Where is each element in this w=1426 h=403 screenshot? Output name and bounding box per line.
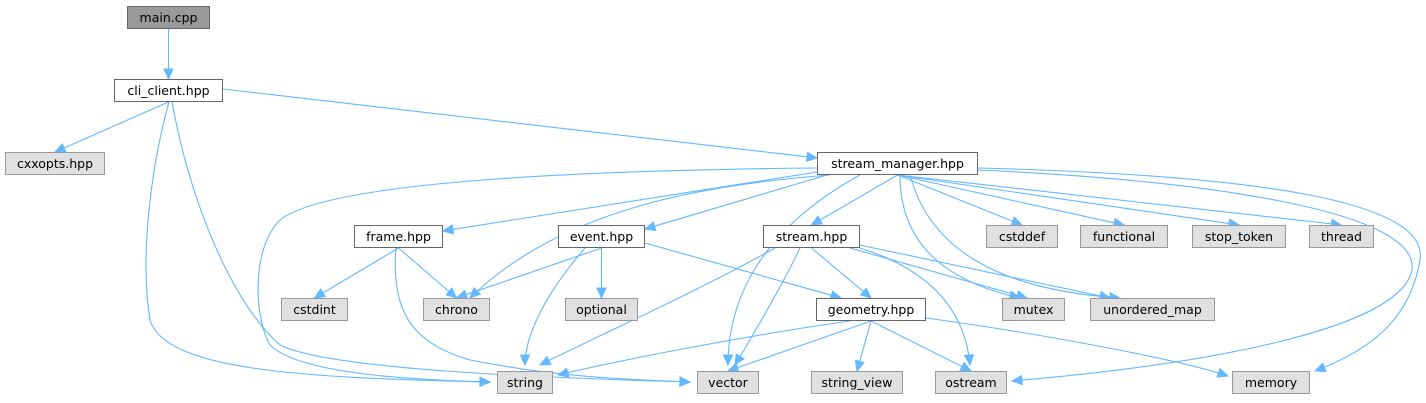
node-geometry-hpp[interactable]: geometry.hpp bbox=[816, 298, 926, 321]
node-label: cstddef bbox=[998, 229, 1046, 244]
edge-stream-manager-hpp-to-functional bbox=[897, 174, 1126, 228]
edge-event-hpp-to-chrono bbox=[455, 247, 602, 300]
edge-stream-hpp-to-vector bbox=[734, 247, 801, 367]
edge-stream-manager-hpp-to-vector bbox=[722, 174, 861, 367]
node-optional[interactable]: optional bbox=[565, 298, 638, 321]
node-label: vector bbox=[708, 375, 748, 390]
edge-stream-manager-hpp-to-memory bbox=[977, 167, 1421, 373]
node-stream-hpp[interactable]: stream.hpp bbox=[763, 225, 860, 248]
node-frame-hpp[interactable]: frame.hpp bbox=[354, 225, 443, 248]
node-thread[interactable]: thread bbox=[1309, 225, 1374, 248]
node-chrono[interactable]: chrono bbox=[423, 298, 490, 321]
node-label: string bbox=[507, 375, 543, 390]
edge-geometry-hpp-to-string bbox=[556, 320, 851, 378]
node-cstddef[interactable]: cstddef bbox=[986, 225, 1058, 248]
edge-event-hpp-to-string bbox=[519, 247, 586, 367]
edge-stream-manager-hpp-to-cstddef bbox=[897, 174, 1024, 226]
edge-stream-hpp-to-ostream bbox=[859, 247, 975, 367]
edge-geometry-hpp-to-ostream bbox=[870, 320, 973, 372]
edge-stream-manager-hpp-to-string bbox=[257, 167, 818, 387]
node-string-view[interactable]: string_view bbox=[811, 371, 903, 394]
edge-stream-manager-hpp-to-stop-token bbox=[897, 174, 1241, 229]
edge-stream-manager-hpp-to-frame-hpp bbox=[441, 171, 818, 235]
edge-frame-hpp-to-cstdint bbox=[313, 247, 399, 299]
node-ostream[interactable]: ostream bbox=[935, 371, 1007, 394]
edge-stream-manager-hpp-to-event-hpp bbox=[643, 174, 828, 232]
node-stream-manager-hpp[interactable]: stream_manager.hpp bbox=[817, 152, 978, 175]
node-mutex[interactable]: mutex bbox=[1002, 298, 1065, 321]
node-label: functional bbox=[1092, 229, 1156, 244]
node-cxxopts-hpp[interactable]: cxxopts.hpp bbox=[5, 152, 105, 175]
node-label: cstdint bbox=[293, 302, 336, 317]
node-unordered-map[interactable]: unordered_map bbox=[1090, 298, 1215, 321]
node-label: stream.hpp bbox=[775, 229, 848, 244]
node-label: optional bbox=[576, 302, 627, 317]
node-memory[interactable]: memory bbox=[1232, 371, 1310, 394]
node-label: memory bbox=[1244, 375, 1298, 390]
edge-main-cpp-to-cli-client-hpp bbox=[163, 29, 174, 81]
edge-cli-client-hpp-to-stream-manager-hpp bbox=[222, 88, 819, 163]
node-label: geometry.hpp bbox=[827, 302, 915, 317]
node-label: stop_token bbox=[1204, 229, 1274, 244]
node-string[interactable]: string bbox=[497, 371, 553, 394]
edge-event-hpp-to-optional bbox=[596, 248, 607, 300]
edge-frame-hpp-to-chrono bbox=[398, 247, 458, 299]
edge-stream-hpp-to-mutex bbox=[849, 247, 1029, 301]
node-label: unordered_map bbox=[1103, 302, 1202, 317]
node-cli-client-hpp[interactable]: cli_client.hpp bbox=[114, 79, 223, 102]
node-label: main.cpp bbox=[139, 10, 198, 25]
edge-stream-hpp-to-unordered-map bbox=[854, 243, 1112, 301]
edge-geometry-hpp-to-memory bbox=[925, 317, 1230, 378]
node-event-hpp[interactable]: event.hpp bbox=[558, 225, 645, 248]
node-label: stream_manager.hpp bbox=[831, 156, 964, 171]
edge-stream-hpp-to-string bbox=[538, 247, 776, 366]
node-vector[interactable]: vector bbox=[697, 371, 759, 394]
node-label: ostream bbox=[945, 375, 997, 390]
edge-stream-manager-hpp-to-stream-hpp bbox=[810, 174, 898, 226]
edge-stream-hpp-to-geometry-hpp bbox=[811, 247, 872, 299]
node-cstdint[interactable]: cstdint bbox=[281, 298, 348, 321]
edge-geometry-hpp-to-string-view bbox=[854, 320, 872, 373]
node-label: mutex bbox=[1013, 302, 1054, 317]
node-functional[interactable]: functional bbox=[1080, 225, 1168, 248]
node-label: cli_client.hpp bbox=[127, 83, 210, 98]
node-stop-token[interactable]: stop_token bbox=[1192, 225, 1286, 248]
node-main-cpp[interactable]: main.cpp bbox=[127, 6, 210, 29]
edge-stream-manager-hpp-to-ostream bbox=[977, 169, 1413, 386]
node-label: event.hpp bbox=[569, 229, 634, 244]
node-label: thread bbox=[1321, 229, 1362, 244]
edge-cli-client-hpp-to-cxxopts-hpp bbox=[53, 101, 169, 153]
edge-frame-hpp-to-vector bbox=[394, 247, 692, 387]
node-label: string_view bbox=[821, 375, 893, 390]
node-label: cxxopts.hpp bbox=[16, 156, 94, 171]
node-label: chrono bbox=[435, 302, 478, 317]
node-label: frame.hpp bbox=[366, 229, 431, 244]
